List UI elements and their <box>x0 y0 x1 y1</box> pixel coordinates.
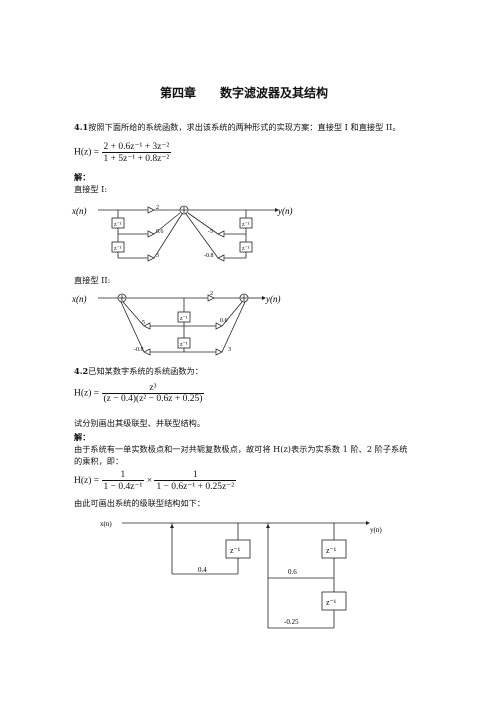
gain-label: -0.25 <box>284 618 299 626</box>
delay-label: z⁻¹ <box>230 546 241 555</box>
problem-4-2: 4.2已知某数字系统的系统函数为： <box>74 366 203 377</box>
equation-4-1: H(z) = 2 + 0.6z⁻¹ + 3z⁻² 1 + 5z⁻¹ + 0.8z… <box>74 141 172 164</box>
gain-triangle <box>147 206 155 214</box>
equation-denominator: 1 + 5z⁻¹ + 0.8z⁻² <box>103 154 170 164</box>
diagram-input-label: x(n) <box>100 520 112 528</box>
direct-form-1-diagram: x(n) y(n) z⁻¹ z⁻¹ 2 0.6 3 z⁻¹ z⁻¹ -5 -0.… <box>71 205 293 262</box>
gain-label: -5 <box>140 320 145 326</box>
cascade-diagram: x(n) y(n) z⁻¹ 0.4 z⁻¹ z⁻¹ 0.6 -0.25 <box>100 520 382 629</box>
chapter-title: 第四章 数字滤波器及其结构 <box>160 86 329 100</box>
delay-block <box>111 217 125 229</box>
problem-text: 按照下面所给的系统函数，求出该系统的两种形式的实现方案：直接型 I 和直接型 I… <box>88 122 401 132</box>
task-text: 试分别画出其级联型、并联型结构。 <box>74 418 206 428</box>
factor-numerator: 1 <box>154 470 237 481</box>
gain-label: 3 <box>228 347 231 353</box>
gain-triangle <box>143 348 151 356</box>
delay-label: z⁻¹ <box>242 246 250 252</box>
gain-triangle <box>215 348 223 356</box>
delay-block <box>177 337 191 349</box>
gain-label: 2 <box>210 291 213 297</box>
gain-label: 0.6 <box>156 229 164 235</box>
gain-label: 2 <box>156 205 159 211</box>
equation-fraction: 2 + 0.6z⁻¹ + 3z⁻² 1 + 5z⁻¹ + 0.8z⁻² <box>101 141 172 164</box>
direct-form-1-label: 直接型 I: <box>74 184 108 194</box>
equation-lhs: H(z) = <box>74 476 100 487</box>
gain-triangle <box>217 254 225 262</box>
direct-form-2-label: 直接型 II: <box>74 275 111 285</box>
problem-text: 已知某数字系统的系统函数为： <box>88 366 203 376</box>
equation-denominator: (z − 0.4)(z² − 0.6z + 0.25) <box>103 394 203 404</box>
second-factor: 1 1 − 0.6z⁻¹ + 0.25z⁻² <box>154 470 237 492</box>
solution-label: 解： <box>74 172 91 182</box>
delay-block <box>177 311 191 323</box>
delay-block <box>239 217 253 229</box>
explanation-line-1: 由于系统有一单实数极点和一对共轭复数极点，故可将 H(z)表示为实系数 1 阶、… <box>74 444 408 454</box>
diagram-output-label: y(n) <box>265 294 281 304</box>
times-sign: × <box>146 476 153 487</box>
direct-form-2-diagram: x(n) y(n) 2 z⁻¹ z⁻¹ -5 -0.8 0.6 3 <box>71 291 281 356</box>
factor-denominator: 1 − 0.4z⁻¹ <box>103 482 143 492</box>
solution-label: 解： <box>74 432 91 442</box>
delay-block <box>321 591 347 611</box>
equation-numerator: 2 + 0.6z⁻¹ + 3z⁻² <box>101 142 172 153</box>
delay-block <box>111 241 125 253</box>
gain-triangle <box>143 322 151 330</box>
delay-block <box>239 241 253 253</box>
equation-numerator: z³ <box>101 383 205 394</box>
gain-label: 0.6 <box>220 318 228 324</box>
equation-lhs: H(z) = <box>74 388 100 399</box>
diagram-input-label: x(n) <box>71 206 87 216</box>
gain-label: -5 <box>208 229 213 235</box>
gain-triangle <box>147 230 155 238</box>
gain-triangle <box>147 254 155 262</box>
diagram-output-label: y(n) <box>370 526 382 534</box>
problem-number: 4.1 <box>74 122 89 132</box>
delay-label: z⁻¹ <box>180 316 188 322</box>
delay-label: z⁻¹ <box>326 546 337 555</box>
gain-label: 3 <box>156 253 159 259</box>
delay-label: z⁻¹ <box>114 222 122 228</box>
problem-4-1: 4.1按照下面所给的系统函数，求出该系统的两种形式的实现方案：直接型 I 和直接… <box>74 122 401 133</box>
gain-triangle <box>215 322 223 330</box>
gain-triangle <box>207 294 215 302</box>
delay-label: z⁻¹ <box>180 342 188 348</box>
diagram-output-label: y(n) <box>277 206 293 216</box>
first-factor: 1 1 − 0.4z⁻¹ <box>101 470 145 492</box>
problem-number: 4.2 <box>74 366 89 376</box>
gain-triangle <box>217 230 225 238</box>
delay-block <box>321 539 347 559</box>
delay-block <box>225 539 251 559</box>
conclusion-text: 由此可画出系统的级联型结构如下： <box>74 498 206 508</box>
equation-lhs: H(z) = <box>74 147 100 158</box>
equation-fraction: z³ (z − 0.4)(z² − 0.6z + 0.25) <box>101 383 205 404</box>
diagram-input-label: x(n) <box>71 294 87 304</box>
delay-label: z⁻¹ <box>114 246 122 252</box>
explanation-line-2: 的乘积，即： <box>74 456 124 466</box>
gain-label: 0.4 <box>198 566 207 574</box>
equation-4-2: H(z) = z³ (z − 0.4)(z² − 0.6z + 0.25) <box>74 383 205 404</box>
factor-denominator: 1 − 0.6z⁻¹ + 0.25z⁻² <box>156 482 235 492</box>
delay-label: z⁻¹ <box>326 598 337 607</box>
gain-label: -0.8 <box>204 253 214 259</box>
gain-label: 0.6 <box>288 568 297 576</box>
factor-numerator: 1 <box>101 470 145 481</box>
delay-label: z⁻¹ <box>242 222 250 228</box>
equation-4-2-factored: H(z) = 1 1 − 0.4z⁻¹ × 1 1 − 0.6z⁻¹ + 0.2… <box>74 470 237 492</box>
gain-label: -0.8 <box>134 347 144 353</box>
